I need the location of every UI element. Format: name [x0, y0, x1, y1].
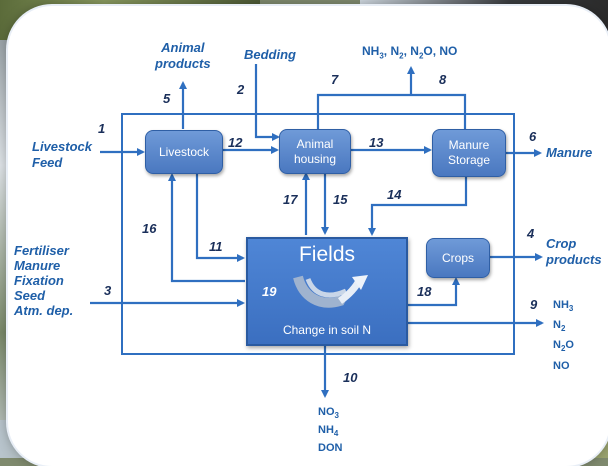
crops-node: Crops [426, 238, 490, 278]
crops-label: Crops [441, 250, 474, 265]
flow-number-10: 10 [343, 370, 358, 385]
animal-housing-label-2: housing [293, 151, 337, 166]
bedding-label: Bedding [244, 47, 296, 62]
flow-number-17: 17 [283, 192, 298, 207]
flow-number-19: 19 [262, 284, 277, 299]
fields-node: Fields Change in soil N [246, 237, 408, 346]
animal-housing-label-1: Animal [296, 136, 334, 151]
crop-products-label: Crop products [546, 236, 602, 267]
gases-right-label: NH3 N2 N2O NO [553, 299, 574, 372]
diagram-panel [8, 6, 608, 466]
livestock-label: Livestock [158, 144, 210, 159]
flow-number-11: 11 [209, 239, 223, 254]
flow-2 [254, 64, 280, 141]
flow-number-2: 2 [237, 82, 245, 97]
flow-7 [316, 93, 467, 129]
flow-number-5: 5 [163, 91, 171, 106]
flow-number-3: 3 [104, 283, 112, 298]
flow-number-7: 7 [331, 72, 339, 87]
manure-storage-label-2: Storage [447, 153, 491, 167]
flow-11 [195, 173, 245, 262]
flow-number-6: 6 [529, 129, 537, 144]
flow-number-9: 9 [530, 297, 538, 312]
flow-number-14: 14 [387, 187, 402, 202]
manure-label: Manure [546, 145, 593, 160]
flow-14 [368, 176, 468, 236]
flow-number-13: 13 [369, 135, 384, 150]
flow-number-12: 12 [228, 135, 243, 150]
manure-storage-node: Manure Storage [432, 129, 506, 177]
fields-title: Fields [298, 243, 356, 266]
manure-storage-label-1: Manure [448, 138, 490, 152]
flow-number-4: 4 [527, 226, 535, 241]
flow-number-16: 16 [142, 221, 157, 236]
flow-number-15: 15 [333, 192, 348, 207]
animal-products-label: Animal products [155, 40, 211, 71]
animal-housing-node: Animal housing [279, 129, 351, 174]
flow-16 [168, 173, 245, 283]
flow-number-18: 18 [417, 284, 432, 299]
flow-number-1: 1 [98, 121, 106, 136]
change-in-soil-n-label: Change in soil N [282, 323, 372, 337]
livestock-node: Livestock [145, 130, 223, 174]
livestock-feed-label: Livestock Feed [32, 139, 92, 170]
flow-number-8: 8 [439, 72, 447, 87]
flow-18 [406, 277, 460, 307]
inputs-label: Fertiliser Manure Fixation Seed Atm. dep… [14, 243, 74, 318]
cycle-icon [293, 275, 368, 308]
gases-top-label: NH3, N2, N2O, NO [362, 44, 458, 61]
leaching-label: NO3 NH4 DON [318, 406, 343, 455]
